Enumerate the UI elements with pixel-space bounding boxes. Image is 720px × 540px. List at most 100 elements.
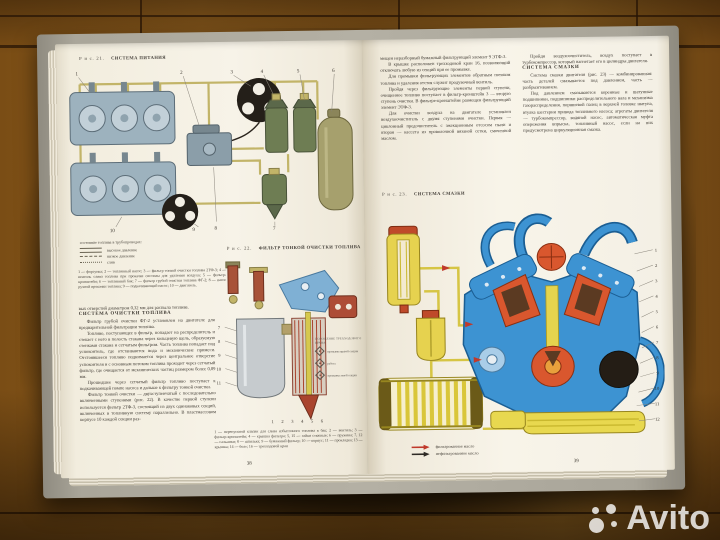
- valve-position-icon: [314, 346, 325, 357]
- firing-order-disc-lower: [161, 193, 199, 231]
- valve-legend-row: работа: [314, 358, 363, 369]
- valve-legend-label: промывка левой секции: [327, 372, 357, 378]
- logo-circle: [589, 517, 605, 533]
- valve-legend-label: работа: [327, 360, 336, 366]
- avito-watermark: Avito: [589, 499, 710, 538]
- oil-pan: [490, 410, 646, 435]
- fine-fuel-filters: [264, 92, 317, 153]
- oil-filter-cup: [415, 309, 446, 361]
- logo-circle: [592, 506, 600, 514]
- callout-number: 7: [218, 325, 221, 330]
- fig22-callout-leaders: [224, 326, 238, 387]
- fig23-caption-label: Р и с. 23.: [382, 191, 408, 197]
- oil-cooler: [378, 376, 484, 431]
- callout-number: 3: [230, 70, 233, 75]
- callout-number: 10: [655, 386, 660, 391]
- oil-legend-label: нефильтрованное масло: [435, 450, 479, 457]
- callout-number: 5: [297, 69, 300, 74]
- right-page-column-1: мещен неразборный бумажный фильтрующий э…: [380, 54, 511, 142]
- fig23-callout-leaders: [634, 249, 656, 422]
- wood-plank-seam: [636, 0, 638, 46]
- callout-number: 1: [271, 419, 273, 424]
- callout-number: 4: [261, 70, 264, 75]
- coarse-fuel-filter: [261, 167, 288, 220]
- callout-number: 5: [311, 419, 314, 424]
- callout-number: 2: [180, 71, 183, 76]
- callout-number: 9: [192, 228, 195, 233]
- callout-number: 3: [291, 419, 294, 424]
- engine-block-upper: [69, 81, 176, 146]
- fig23-caption-title: СИСТЕМА СМАЗКИ: [413, 190, 465, 197]
- pipe-legend-row: слив: [79, 257, 210, 265]
- callout-number: 4: [655, 294, 658, 299]
- fig22-valve-position-legend: ПОЛОЖЕНИЕ ТРЕХХОДОВОГО КРАНА промывка пр…: [314, 336, 364, 383]
- fig21-callout-leaders: [78, 73, 335, 228]
- callout-number: 10: [216, 367, 221, 372]
- callout-number: 7: [273, 227, 276, 232]
- fig21-caption-label: Р и с. 21.: [79, 55, 105, 61]
- callout-number: 8: [215, 227, 218, 232]
- logo-circle: [606, 503, 617, 514]
- valve-legend-title: ПОЛОЖЕНИЕ ТРЕХХОДОВОГО КРАНА: [315, 336, 362, 345]
- fig23-caption: Р и с. 23. СИСТЕМА СМАЗКИ: [382, 191, 465, 197]
- line-sample-high-pressure: [79, 247, 102, 253]
- oil-legend-row: нефильтрованное масло: [411, 449, 479, 457]
- filter-bracket: [278, 269, 340, 313]
- open-book-spread: Р и с. 21. СИСТЕМА ПИТАНИЯ: [48, 35, 675, 491]
- fig22-fine-filter-illustration: 7 8 9 10 11 1 2 3 4 5 6: [216, 261, 358, 424]
- callout-number: 11: [217, 380, 221, 385]
- wood-plank-seam: [140, 0, 142, 46]
- fig22-caption: Р и с. 22. ФИЛЬТР ТОНКОЙ ОЧИСТКИ ТОПЛИВА: [226, 244, 362, 251]
- callout-number: 9: [218, 353, 221, 358]
- fig22-caption-label: Р и с. 22.: [226, 245, 253, 251]
- watermark-text: Avito: [626, 499, 710, 537]
- flow-arrows: [442, 265, 482, 363]
- pipe-legend-title: состояние топлива в трубопроводах:: [79, 239, 142, 245]
- right-page-column-2: Пройдя воздухоочиститель, воздух поступа…: [522, 52, 653, 134]
- valve-position-icon: [315, 370, 326, 381]
- page-number-left: 38: [246, 461, 252, 467]
- unfiltered-oil-arrow-icon: [411, 451, 430, 457]
- filter-fittings: [225, 261, 268, 310]
- paragraph: Для очистки воздуха на двигателе установ…: [380, 109, 512, 141]
- engine-exhaust-pipes: [480, 213, 638, 268]
- fig21-caption: Р и с. 21. СИСТЕМА ПИТАНИЯ: [79, 55, 166, 61]
- callout-number: 10: [110, 229, 116, 234]
- fig21-pipe-legend: состояние топлива в трубопроводах: высок…: [80, 238, 210, 265]
- callout-number: 6: [332, 69, 335, 74]
- fig23-oil-legend: фильтрованное масло нефильтрованное масл…: [411, 442, 479, 457]
- pipe-legend-label: слив: [106, 258, 115, 265]
- left-page-text-column: вых отверстий диаметром 0,32 мм для расп…: [79, 304, 217, 423]
- fig21-legend: 1 — форсунка; 2 — топливный насос; 3 — ф…: [78, 267, 227, 290]
- paragraph: Под давлением смазываются коренные и шат…: [522, 89, 654, 133]
- callout-number: 8: [656, 355, 659, 360]
- callout-number: 2: [281, 419, 284, 424]
- pipe-legend-label: высокое давление: [106, 246, 138, 253]
- callout-number: 1: [655, 248, 657, 253]
- wood-plank-seam: [0, 15, 720, 17]
- valve-legend-row: промывка левой секции: [315, 370, 363, 381]
- right-page: мещен неразборный бумажный фильтрующий э…: [361, 35, 675, 474]
- filtered-oil-arrow-icon: [411, 444, 430, 450]
- left-page: Р и с. 21. СИСТЕМА ПИТАНИЯ: [48, 40, 368, 479]
- wood-plank-seam: [398, 0, 400, 46]
- callout-number: 5: [656, 309, 659, 314]
- return-pipe: [638, 336, 666, 408]
- oil-filter-canister: [386, 225, 421, 314]
- fig22-legend: 1 — перепускной клапан для слива избыточ…: [214, 428, 363, 450]
- filter-housing: [235, 317, 295, 399]
- callout-number: 7: [656, 340, 659, 345]
- avito-logo-icon: [589, 503, 619, 534]
- callout-number: 1: [75, 72, 78, 77]
- valve-legend-row: промывка правой секции: [314, 346, 363, 357]
- fuel-tank: [317, 108, 354, 211]
- injection-pump: [186, 124, 233, 167]
- callout-number: 11: [655, 401, 660, 406]
- valve-position-icon: [314, 358, 325, 369]
- fig22-callout-numbers: 7 8 9 10 11 1 2 3 4 5 6: [216, 325, 323, 424]
- line-sample-drain: [79, 261, 102, 263]
- fig23-lubrication-illustration: 1 2 3 4 5 6 7 8 9 10 11 12: [378, 213, 666, 435]
- callout-number: 4: [301, 419, 304, 424]
- fig21-fuel-system-illustration: 1 2 3 4 5 6 7 8 9 10: [69, 69, 354, 234]
- fig22-caption-title: ФИЛЬТР ТОНКОЙ ОЧИСТКИ ТОПЛИВА: [258, 244, 361, 251]
